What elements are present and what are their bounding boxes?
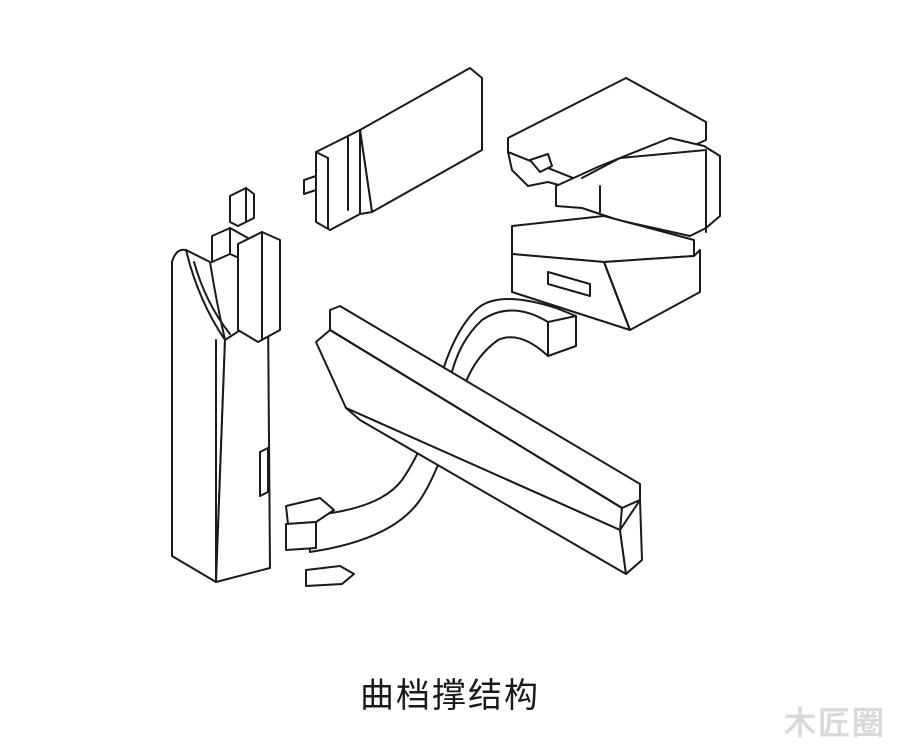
joinery-drawing — [171, 67, 721, 587]
tongued-panel — [303, 67, 483, 231]
figure-caption: 曲档撑结构 — [360, 676, 540, 716]
mitred-corner-block — [507, 77, 721, 237]
slotted-block — [511, 215, 701, 331]
watermark-logo: 木匠圈 — [783, 704, 886, 742]
long-rail — [315, 305, 643, 575]
tenoned-post — [171, 187, 281, 583]
